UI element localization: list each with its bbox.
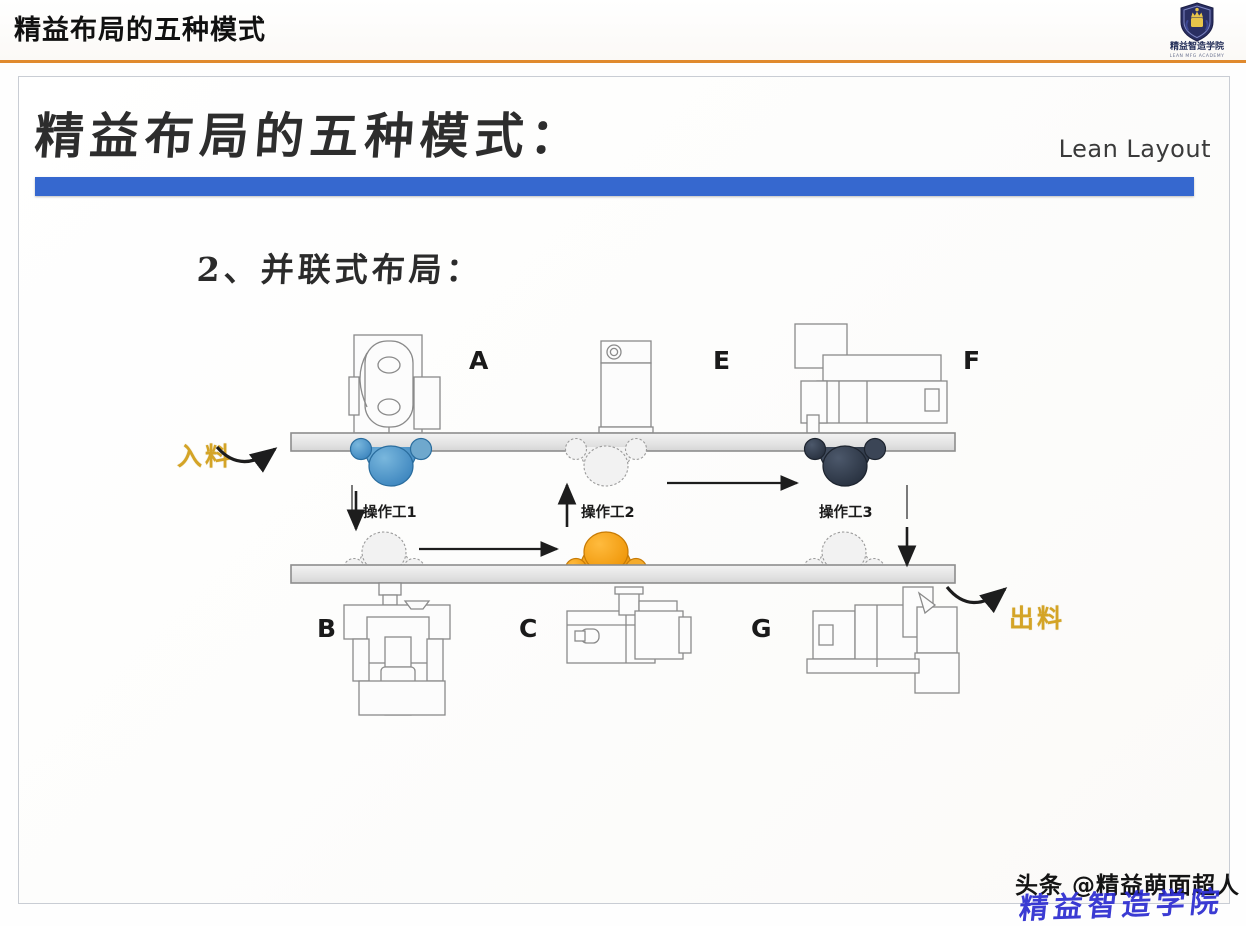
shield-crown-icon <box>1180 2 1214 42</box>
machine-label-e: E <box>713 346 730 375</box>
diagram-canvas: A E F 操作工1 <box>215 323 1008 716</box>
machine-label-a: A <box>469 346 489 375</box>
logo-subtitle: LEAN MFG ACADEMY <box>1169 54 1225 59</box>
page-title: 精益布局的五种模式 <box>14 15 266 46</box>
watermark-text: 头条 @精益萌面超人 <box>1014 873 1240 899</box>
machine-cnc-icon <box>806 586 960 694</box>
operator-1-figure <box>349 437 433 487</box>
conveyor-bottom <box>290 564 956 584</box>
machine-label-f: F <box>963 346 980 375</box>
operator-2-ghost-figure <box>564 437 648 487</box>
operator-1-label: 操作工1 <box>363 503 417 521</box>
logo-name: 精益智造学院 <box>1169 42 1224 52</box>
layout-diagram: 入料 出料 <box>19 77 1231 905</box>
machine-lathe-icon <box>794 323 948 436</box>
slide-frame: 精益布局的五种模式： Lean Layout 2、并联式布局： 入料 出料 <box>18 76 1230 904</box>
machine-drill-icon <box>343 582 451 716</box>
machine-label-c: C <box>519 614 537 643</box>
page-header: 精益布局的五种模式 精益智造学院 LEAN MFG ACADEMY <box>0 0 1246 60</box>
machine-label-g: G <box>751 614 772 643</box>
watermark-signature: 精益智造学院 <box>1017 884 1227 926</box>
operator-3-figure <box>803 437 887 487</box>
accent-bar <box>35 177 1194 196</box>
machine-label-b: B <box>317 614 336 643</box>
slide-subtitle-en: Lean Layout <box>1058 135 1211 163</box>
operator-2-label: 操作工2 <box>581 503 635 521</box>
header-divider <box>0 60 1246 63</box>
brand-logo: 精益智造学院 LEAN MFG ACADEMY <box>1160 1 1234 59</box>
arrow-material-out <box>945 585 1008 614</box>
machine-cabinet-icon <box>598 340 654 434</box>
flow-out-label: 出料 <box>1009 604 1066 633</box>
machine-press-icon <box>348 334 441 435</box>
operator-3-label: 操作工3 <box>819 503 873 521</box>
operator-bottom-left-ghost-figure <box>342 531 426 581</box>
flow-in-label: 入料 <box>177 442 234 471</box>
arrow-material-in <box>215 445 278 473</box>
machine-grinder-icon <box>566 586 692 664</box>
